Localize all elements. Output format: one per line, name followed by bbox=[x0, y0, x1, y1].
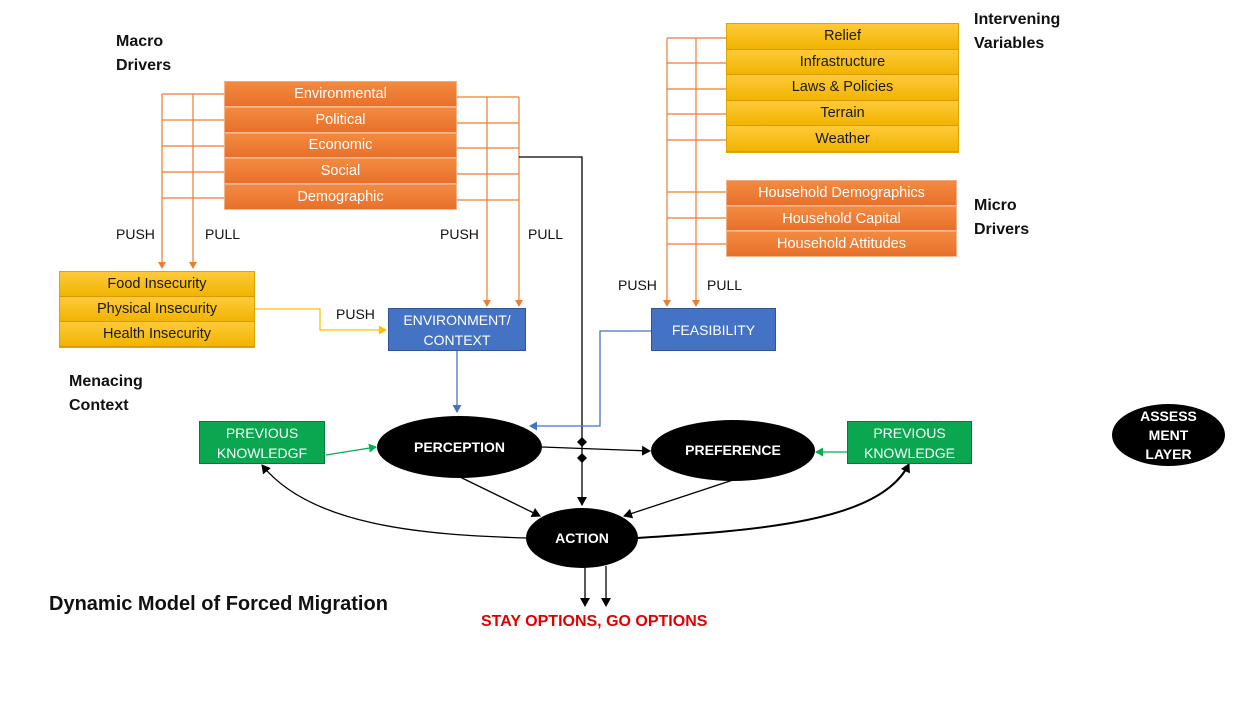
pull-label-macro-left: PULL bbox=[205, 226, 241, 242]
feasibility-box: FEASIBILITY bbox=[651, 308, 776, 351]
pull-label-macro-right: PULL bbox=[528, 226, 564, 242]
perception-to-preference-arrow bbox=[541, 445, 651, 456]
macro-driver-demographic: Demographic bbox=[224, 184, 457, 210]
macro-driver-environmental: Environmental bbox=[224, 81, 457, 107]
menacing-context-list: Food Insecurity Physical Insecurity Heal… bbox=[59, 271, 255, 348]
feasibility-to-perception-arrow bbox=[529, 330, 651, 431]
push-label-menacing: PUSH bbox=[336, 306, 375, 322]
preference-node: PREFERENCE bbox=[651, 420, 815, 481]
environment-context-box: ENVIRONMENT/ CONTEXT bbox=[388, 308, 526, 351]
push-label-micro: PUSH bbox=[618, 277, 657, 293]
macro-driver-social: Social bbox=[224, 158, 457, 185]
intervening-infrastructure: Infrastructure bbox=[727, 49, 958, 76]
previous-knowledge-left-box: PREVIOUS KNOWLEDGF bbox=[199, 421, 325, 464]
action-to-prevknow-right-curve bbox=[636, 463, 910, 539]
intervening-laws-policies: Laws & Policies bbox=[727, 75, 958, 101]
intervening-variables-list: Relief Infrastructure Laws & Policies Te… bbox=[726, 23, 959, 153]
macro-drivers-list: Environmental Political Economic Social … bbox=[224, 81, 457, 210]
stay-go-options-label: STAY OPTIONS, GO OPTIONS bbox=[481, 613, 708, 630]
junction-diamond-lower bbox=[577, 453, 587, 463]
diagram-title: Dynamic Model of Forced Migration bbox=[49, 593, 388, 615]
intervening-terrain: Terrain bbox=[727, 100, 958, 127]
micro-driver-household-capital: Household Capital bbox=[726, 205, 957, 232]
pull-label-micro: PULL bbox=[707, 277, 743, 293]
macro-right-bracket bbox=[457, 96, 523, 307]
action-node: ACTION bbox=[526, 508, 638, 568]
preference-to-action-arrow bbox=[623, 479, 734, 519]
economic-to-action-arrow bbox=[519, 156, 587, 506]
perception-to-action-arrow bbox=[459, 476, 541, 517]
macro-drivers-heading: Macro Drivers bbox=[116, 33, 172, 74]
prevknow-left-to-perception-arrow bbox=[325, 443, 377, 456]
perception-node: PERCEPTION bbox=[377, 416, 542, 478]
previous-knowledge-right-box: PREVIOUS KNOWLEDGE bbox=[847, 421, 972, 464]
micro-drivers-list: Household Demographics Household Capital… bbox=[726, 180, 957, 258]
menacing-to-environment-arrow bbox=[253, 308, 387, 335]
menacing-physical-insecurity: Physical Insecurity bbox=[60, 297, 254, 322]
micro-driver-household-attitudes: Household Attitudes bbox=[726, 231, 957, 258]
micro-drivers-heading: Micro Drivers bbox=[974, 197, 1030, 238]
macro-driver-economic: Economic bbox=[224, 132, 457, 159]
menacing-context-heading: Menacing Context bbox=[69, 373, 143, 414]
action-to-prevknow-left-curve bbox=[261, 464, 528, 539]
macro-driver-political: Political bbox=[224, 106, 457, 133]
intervening-weather: Weather bbox=[727, 126, 958, 152]
junction-diamond-upper bbox=[577, 437, 587, 447]
menacing-health-insecurity: Health Insecurity bbox=[60, 322, 254, 347]
push-label-macro-right: PUSH bbox=[440, 226, 479, 242]
assessment-layer-node: ASSESS MENT LAYER bbox=[1112, 404, 1225, 466]
micro-driver-household-demographics: Household Demographics bbox=[726, 180, 957, 206]
macro-left-bracket bbox=[158, 93, 224, 269]
intervening-variables-heading: Intervening Variables bbox=[974, 11, 1061, 52]
menacing-food-insecurity: Food Insecurity bbox=[60, 272, 254, 297]
intervening-bracket bbox=[663, 37, 726, 307]
push-label-macro-left: PUSH bbox=[116, 226, 155, 242]
intervening-relief: Relief bbox=[727, 24, 958, 50]
